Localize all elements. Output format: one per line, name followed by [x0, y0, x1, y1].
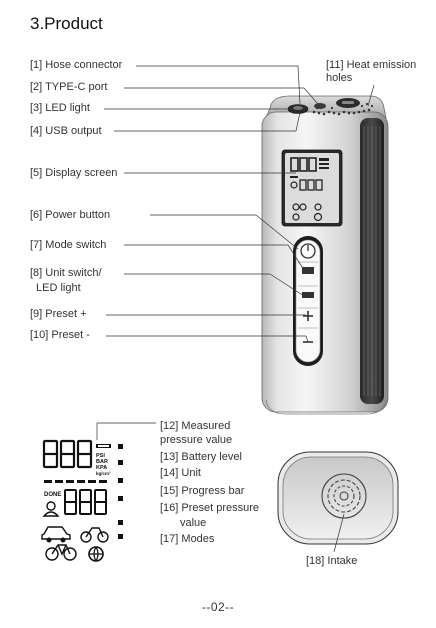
- car-icon: [42, 527, 70, 543]
- lcd-detail: PSI BAR KPA kg/cm² DONE: [42, 441, 111, 561]
- lcd-markers: [118, 444, 123, 539]
- lcd-leaders: [97, 423, 156, 440]
- device-body: [262, 96, 388, 414]
- device-display-screen: [282, 150, 342, 226]
- motorcycle-icon: [81, 528, 108, 542]
- unit-kgcm: kg/cm²: [96, 471, 111, 476]
- intake-bottom-view: [278, 452, 398, 552]
- device-button-strip: [293, 236, 323, 366]
- done-indicator: DONE: [44, 492, 61, 498]
- bicycle-icon: [46, 545, 76, 560]
- ball-icon: [89, 547, 103, 561]
